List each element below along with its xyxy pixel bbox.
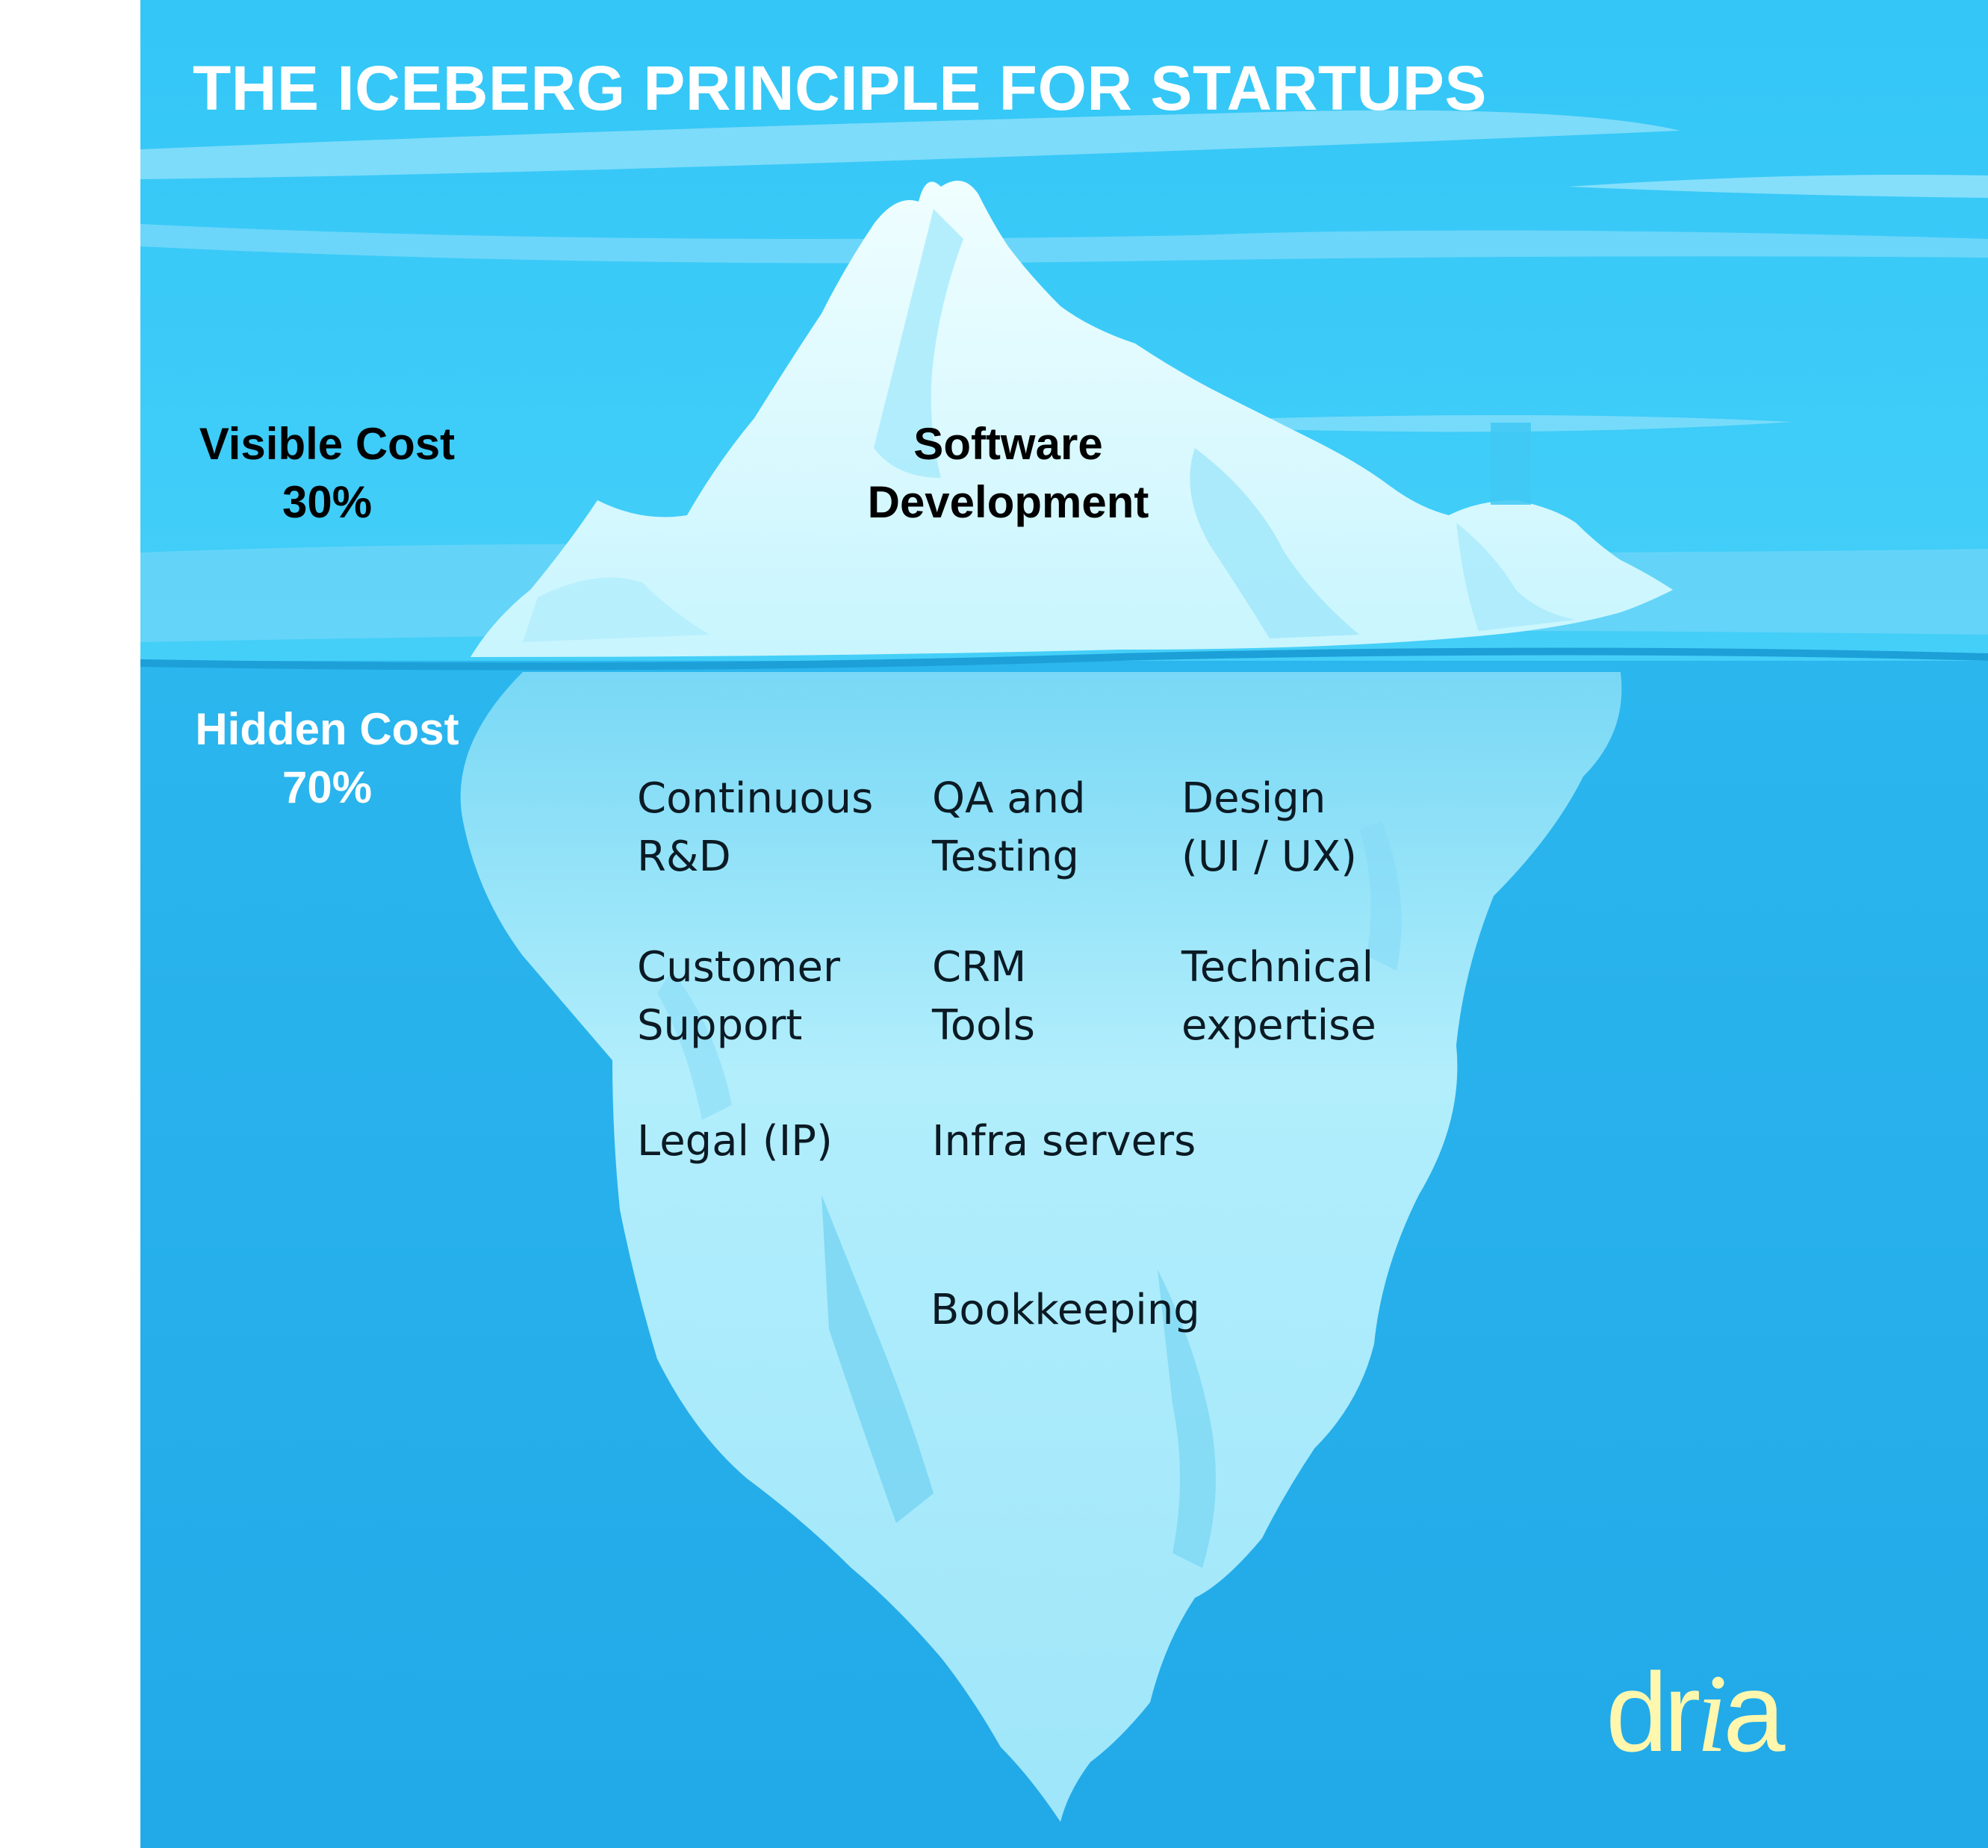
svg-text:dria: dria [1606,1654,1786,1773]
item-line: Tools [932,1001,1035,1050]
ice-facet-3 [1359,821,1402,971]
ice-facet-1 [821,1195,934,1523]
cloud-streak-2 [140,224,1988,264]
ice-facet-2 [1158,1269,1216,1568]
software-development-line1: Software [913,419,1103,469]
ice-shadow-1 [874,209,963,478]
item-line: Bookkeeping [931,1286,1200,1334]
hidden-cost-text: Hidden Cost [195,704,459,754]
left-margin [0,0,140,1848]
item-line: QA and [932,774,1086,823]
ice-facet-4 [657,971,732,1120]
item-line: CRM [932,943,1027,992]
item-line: Technical [1181,943,1374,992]
cloud-streak-1 [140,110,1680,179]
waterline [140,647,1988,671]
hidden-item-bookkeeping: Bookkeeping [931,1281,1200,1340]
item-line: (UI / UX) [1181,833,1358,881]
item-line: Customer [637,943,841,992]
dria-logo: dria [1606,1654,1790,1773]
hidden-item-technical-expertise: Technical expertise [1181,939,1376,1055]
item-line: expertise [1181,1001,1376,1050]
item-line: Legal (IP) [637,1117,833,1166]
hidden-cost-percent: 70% [282,762,373,812]
page-title: THE ICEBERG PRINCIPLE FOR STARTUPS [193,53,1487,123]
item-line: Testing [932,833,1079,881]
visible-cost-percent: 30% [282,477,373,527]
hidden-item-legal-ip: Legal (IP) [637,1113,833,1171]
hidden-item-customer-support: Customer Support [637,939,840,1055]
item-line: Design [1181,774,1326,823]
cloud-streak-3 [1568,175,1988,198]
ice-shadow-2 [1190,448,1359,638]
item-line: Support [637,1001,803,1050]
iceberg-underwater [460,672,1622,1822]
hidden-item-crm-tools: CRM Tools [932,939,1035,1055]
hidden-item-infra-servers: Infra servers [932,1113,1196,1171]
hidden-item-design: Design (UI / UX) [1181,770,1357,886]
visible-cost-text: Visible Cost [199,419,456,469]
visible-cost-label: Visible Cost 30% [140,415,514,532]
item-line: R&D [637,833,731,881]
software-development-line2: Development [867,477,1149,527]
hidden-item-continuous-rd: Continuous R&D [637,770,873,886]
distant-marker [1491,423,1531,505]
item-line: Infra servers [932,1117,1196,1166]
ice-shadow-3 [523,577,709,642]
software-development-label: Software Development [821,415,1195,532]
ice-shadow-4 [1456,523,1576,631]
item-line: Continuous [637,774,874,823]
hidden-cost-label: Hidden Cost 70% [140,700,514,817]
hidden-item-qa-testing: QA and Testing [932,770,1086,886]
iceberg-above [470,181,1673,657]
